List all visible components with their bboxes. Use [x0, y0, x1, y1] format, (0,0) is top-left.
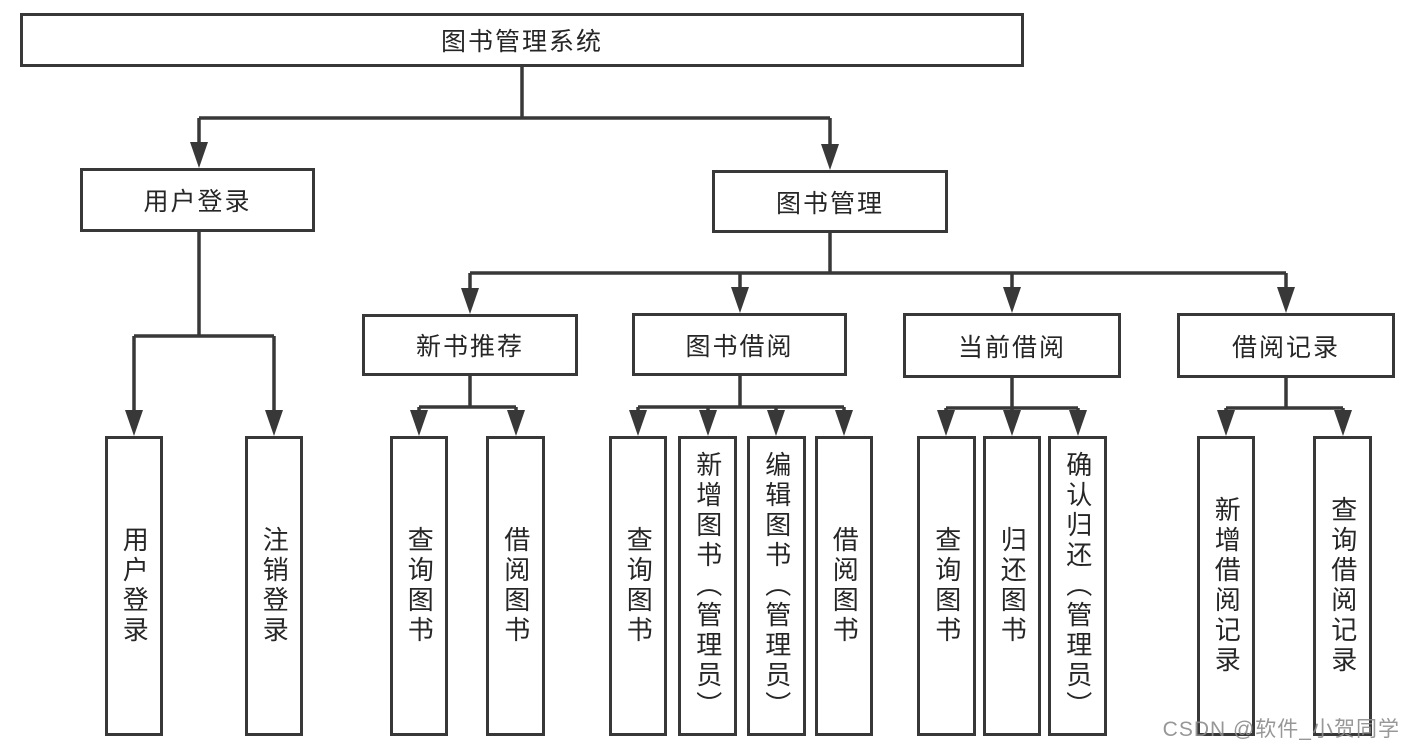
node-book-borrowing: 图书借阅 [632, 313, 847, 376]
leaf-query-books-recommend: 查询图书 [390, 436, 448, 736]
arrowhead [629, 410, 647, 436]
node-library-management-system: 图书管理系统 [20, 13, 1024, 67]
node-current-borrowing: 当前借阅 [903, 313, 1121, 378]
leaf-edit-books-admin: 编辑图书（管理员） [747, 436, 806, 736]
leaf-borrow-books: 借阅图书 [815, 436, 873, 736]
arrowhead [821, 144, 839, 170]
arrowhead [461, 288, 479, 314]
arrowhead [1003, 287, 1021, 313]
node-book-management: 图书管理 [712, 170, 948, 233]
leaf-add-books-admin: 新增图书（管理员） [678, 436, 737, 736]
arrowhead [835, 410, 853, 436]
leaf-confirm-return-admin: 确认归还（管理员） [1048, 436, 1107, 736]
arrowhead [1277, 287, 1295, 313]
leaf-query-books-borrowing: 查询图书 [609, 436, 667, 736]
leaf-borrow-books-recommend: 借阅图书 [486, 436, 545, 736]
leaf-logout: 注销登录 [245, 436, 303, 736]
leaf-query-books-current: 查询图书 [917, 436, 976, 736]
arrowhead [699, 410, 717, 436]
arrowhead [1003, 410, 1021, 436]
arrowhead [1217, 410, 1235, 436]
leaf-add-borrow-record: 新增借阅记录 [1197, 436, 1255, 736]
arrowhead [125, 410, 143, 436]
arrowhead [410, 410, 428, 436]
node-new-book-recommendation: 新书推荐 [362, 314, 578, 376]
arrowhead [507, 410, 525, 436]
csdn-watermark: CSDN @软件_小贺同学 [1162, 718, 1400, 741]
arrowhead [937, 410, 955, 436]
leaf-query-borrow-record: 查询借阅记录 [1313, 436, 1372, 736]
arrowhead [190, 142, 208, 168]
arrowhead [731, 287, 749, 313]
leaf-return-books: 归还图书 [983, 436, 1041, 736]
arrowhead [1069, 410, 1087, 436]
arrowhead [767, 410, 785, 436]
node-borrowing-records: 借阅记录 [1177, 313, 1395, 378]
node-user-login: 用户登录 [80, 168, 315, 232]
arrowhead [1334, 410, 1352, 436]
leaf-user-login: 用户登录 [105, 436, 163, 736]
arrowhead [265, 410, 283, 436]
